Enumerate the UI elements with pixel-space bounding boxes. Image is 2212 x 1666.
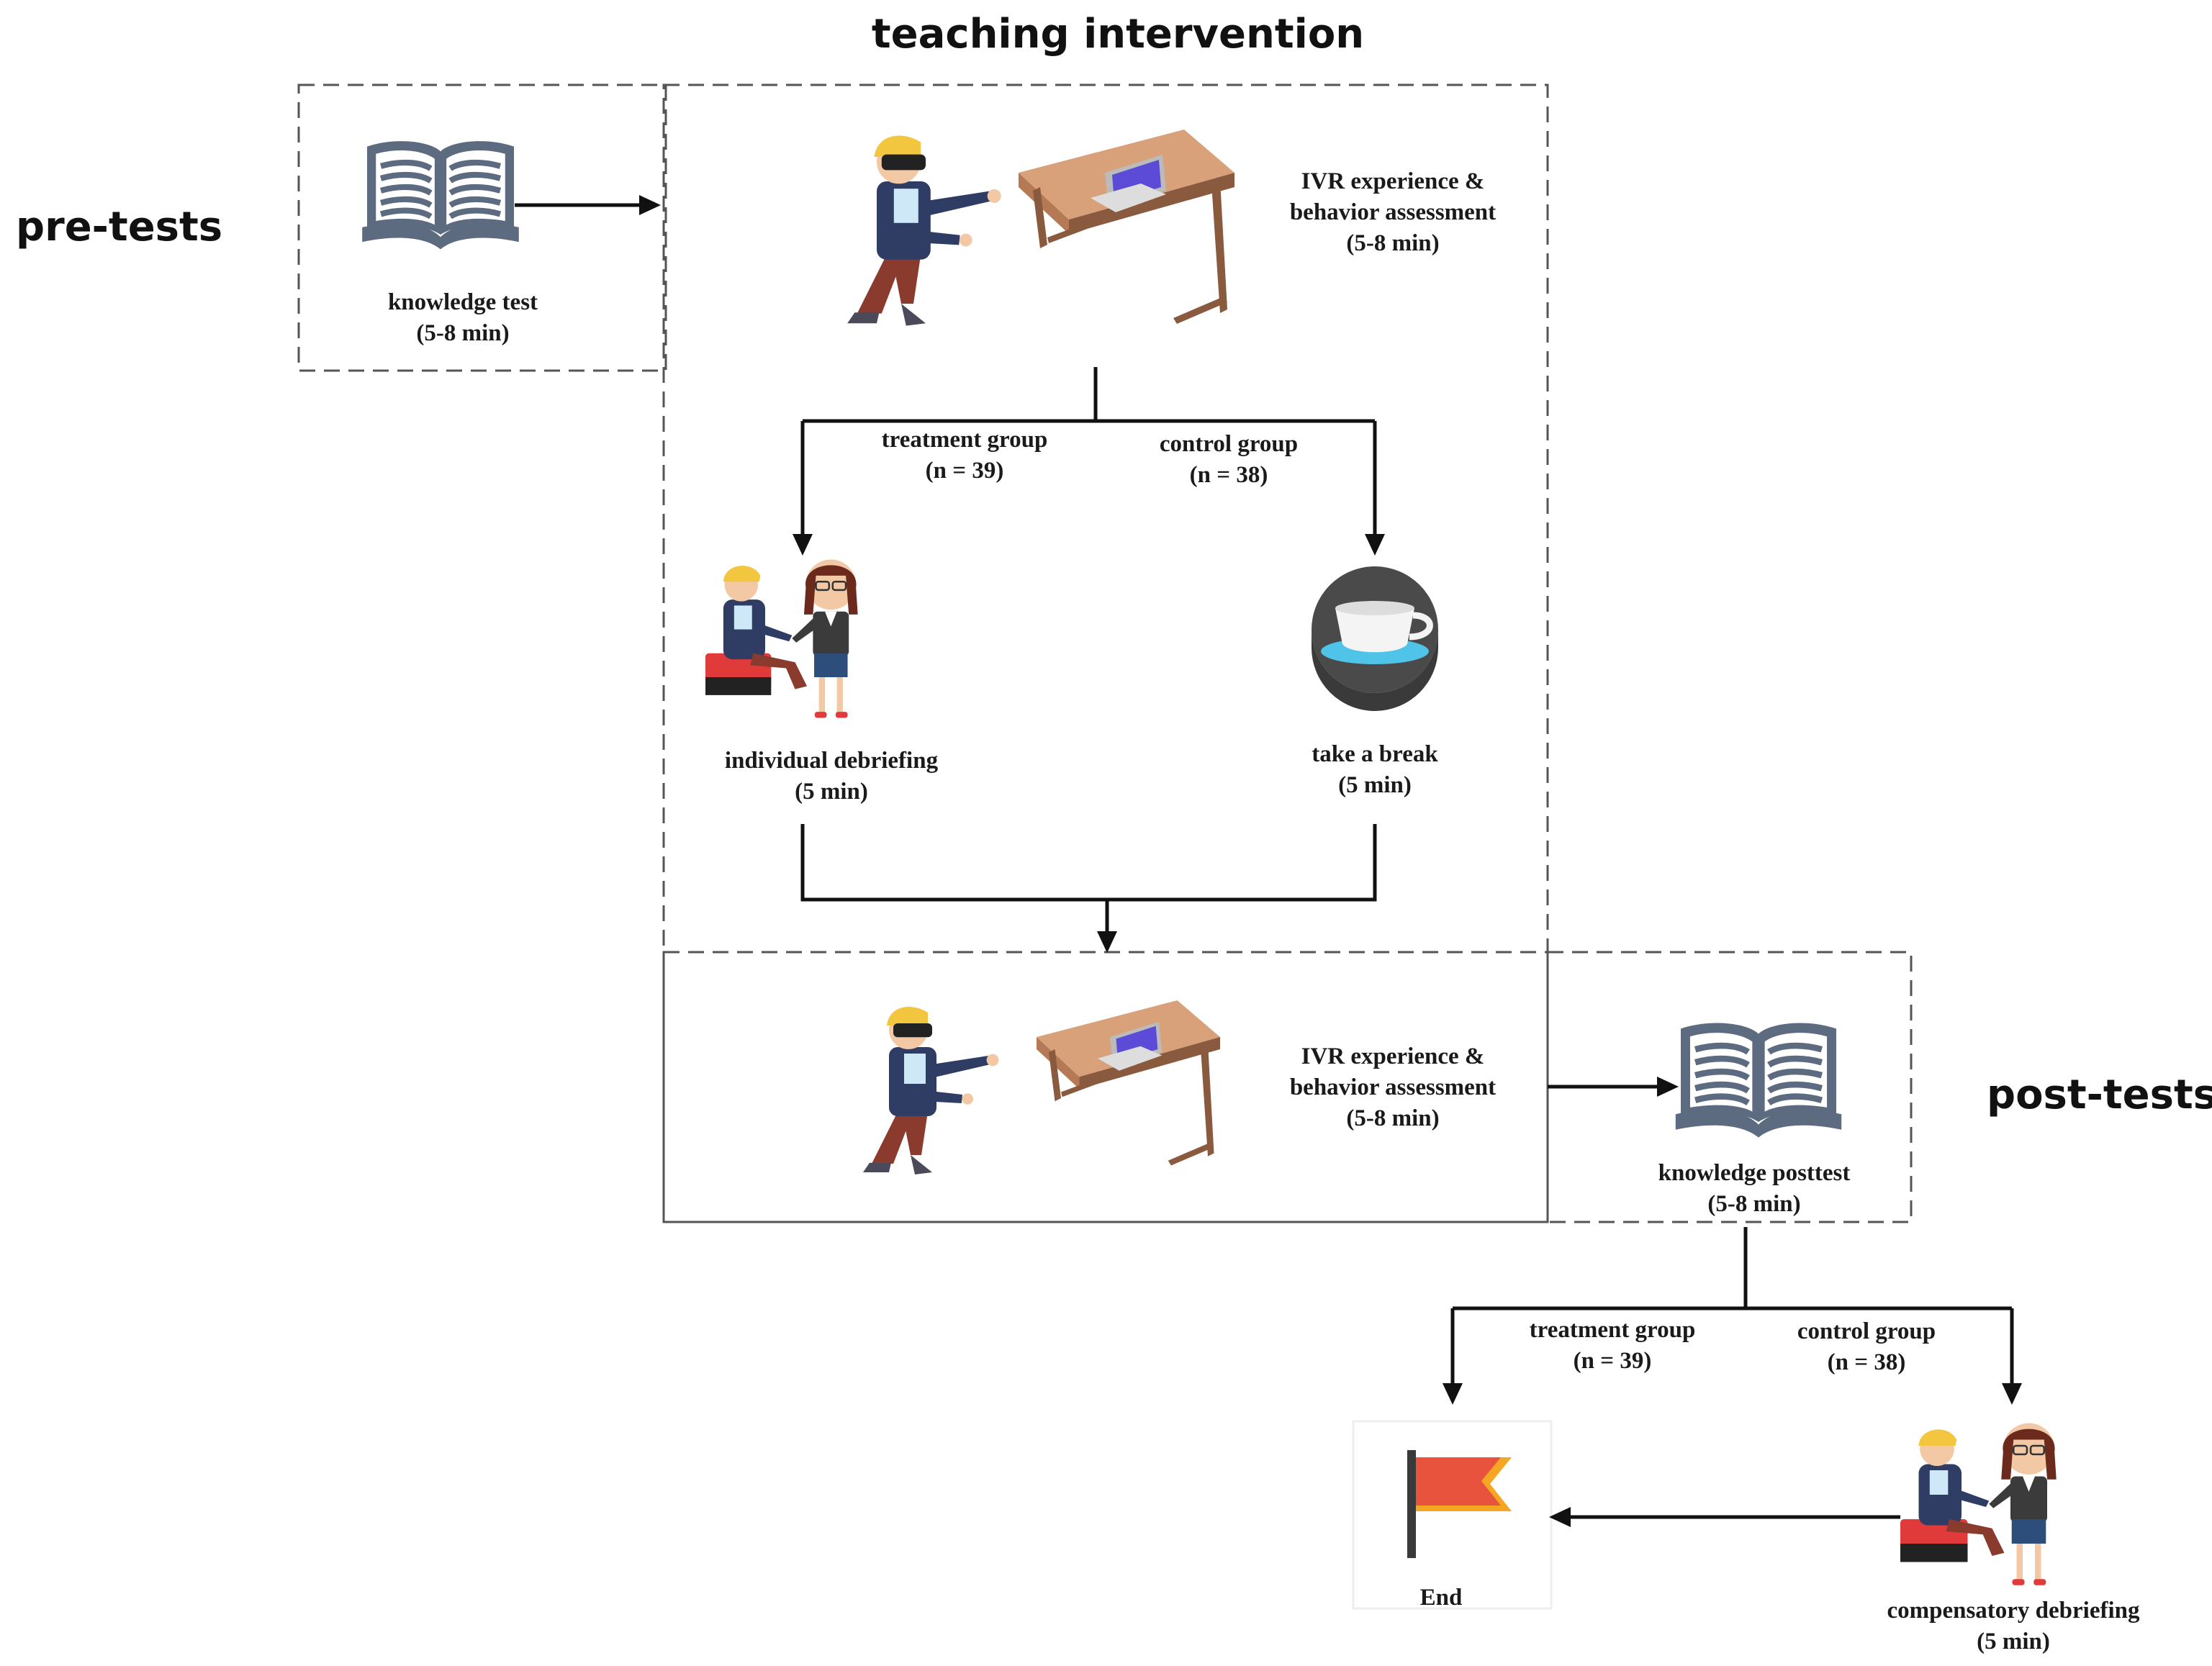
ivr-2-duration: (5-8 min) — [1346, 1105, 1439, 1131]
control-label-1: control group — [1160, 431, 1298, 457]
connector-split-1 — [793, 367, 1385, 556]
desk-laptop-icon — [1019, 130, 1234, 324]
posttest-duration: (5-8 min) — [1707, 1191, 1800, 1217]
knowledge-test-duration: (5-8 min) — [416, 320, 509, 346]
treatment-label-2: treatment group — [1530, 1317, 1696, 1343]
coffee-cup-icon — [1312, 566, 1438, 711]
desk-laptop-icon-post — [1037, 1000, 1220, 1166]
connector-pre-to-ivr — [515, 195, 661, 215]
control-label-2: control group — [1797, 1318, 1936, 1344]
teaching-intervention-title: teaching intervention — [872, 11, 1364, 58]
ivr-1-line1: IVR experience & — [1301, 168, 1485, 194]
ivr-1-duration: (5-8 min) — [1346, 230, 1439, 256]
book-icon-post — [1676, 1023, 1841, 1138]
connector-split-2 — [1443, 1227, 2022, 1405]
debriefing-title: individual debriefing — [725, 748, 939, 774]
compensatory-debriefing-icon — [1899, 1422, 2058, 1587]
debriefing-duration: (5 min) — [795, 779, 868, 805]
flag-icon — [1407, 1450, 1512, 1558]
connector-compensatory-to-end — [1549, 1507, 1900, 1527]
vr-user-icon-post — [863, 1006, 999, 1174]
break-title: take a break — [1312, 741, 1438, 767]
pre-test-frame — [297, 83, 667, 372]
treatment-label-1: treatment group — [882, 427, 1048, 453]
connector-merge — [800, 824, 1377, 953]
ivr-2-line2: behavior assessment — [1290, 1074, 1496, 1100]
compensatory-duration: (5 min) — [1977, 1629, 2050, 1654]
end-label: End — [1420, 1585, 1463, 1611]
vr-user-icon — [847, 135, 1001, 326]
control-n-2: (n = 38) — [1828, 1349, 1906, 1375]
break-duration: (5 min) — [1338, 772, 1412, 798]
connector-ivr-to-posttest — [1548, 1077, 1679, 1097]
ivr-2-line1: IVR experience & — [1301, 1043, 1485, 1069]
post-tests-title: post-tests — [1987, 1072, 2212, 1118]
end-frame — [1352, 1420, 1553, 1610]
ivr-1-line2: behavior assessment — [1290, 199, 1496, 225]
control-n-1: (n = 38) — [1190, 462, 1268, 488]
debriefing-icon — [704, 558, 859, 719]
posttest-title: knowledge posttest — [1658, 1160, 1851, 1186]
book-icon — [362, 141, 519, 249]
treatment-n-2: (n = 39) — [1574, 1348, 1652, 1374]
treatment-n-1: (n = 39) — [926, 458, 1004, 484]
knowledge-test-title: knowledge test — [388, 289, 538, 315]
pre-tests-title: pre-tests — [16, 204, 222, 250]
compensatory-title: compensatory debriefing — [1887, 1598, 2140, 1624]
